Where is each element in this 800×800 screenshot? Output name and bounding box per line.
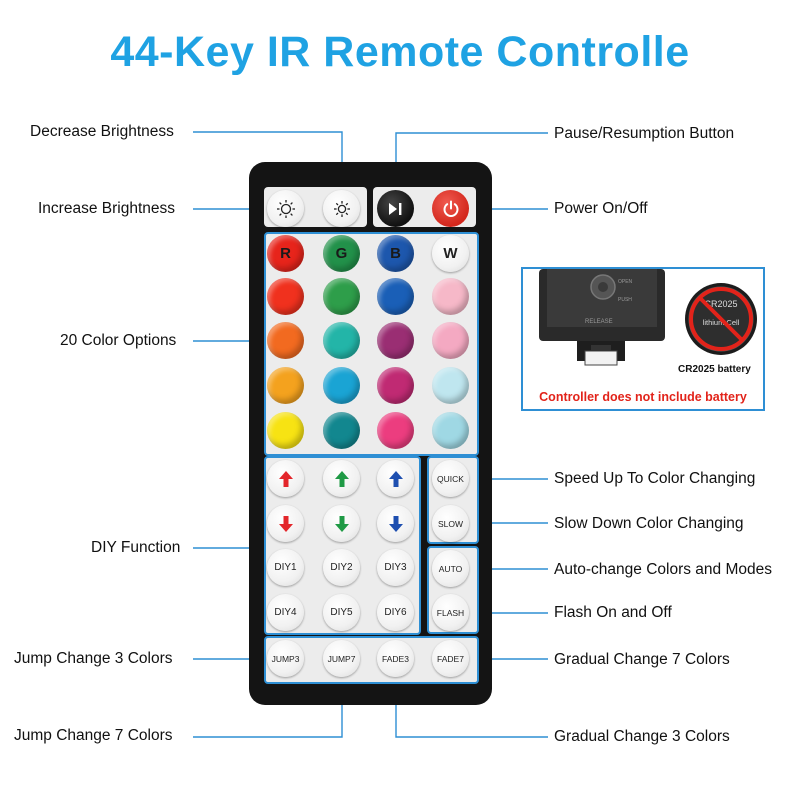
pause-resume-button[interactable]: [377, 190, 414, 227]
arrow-up-icon: [278, 470, 293, 487]
quick-button[interactable]: QUICK: [432, 460, 469, 497]
label-pause: Pause/Resumption Button: [554, 125, 735, 142]
key-label: DIY3: [384, 562, 407, 573]
arrow-up-icon: [334, 470, 349, 487]
key-label: FADE3: [382, 653, 409, 664]
label-increase-brightness: Increase Brightness: [38, 200, 175, 217]
color-key[interactable]: [267, 367, 304, 404]
arrow-down-icon: [334, 515, 349, 532]
jump7-button[interactable]: JUMP7: [323, 640, 360, 677]
decrease-red-button[interactable]: [267, 505, 304, 542]
label-decrease-brightness: Decrease Brightness: [30, 123, 174, 140]
label-color-options: 20 Color Options: [60, 332, 177, 349]
color-key[interactable]: [432, 322, 469, 359]
power-icon: [443, 200, 458, 217]
key-label: DIY5: [330, 607, 353, 618]
jump3-button[interactable]: JUMP3: [267, 640, 304, 677]
sun-bright-icon: [333, 200, 350, 217]
fade7-button[interactable]: FADE7: [432, 640, 469, 677]
color-key[interactable]: [377, 322, 414, 359]
color-key[interactable]: [323, 412, 360, 449]
label-slow-down: Slow Down Color Changing: [554, 515, 744, 532]
color-key[interactable]: [267, 278, 304, 315]
color-key[interactable]: [377, 367, 414, 404]
key-w[interactable]: W: [432, 235, 469, 272]
battery-info-box: OPEN PUSH RELEASE CR2025 lithium Cell CR…: [521, 267, 765, 411]
fade3-button[interactable]: FADE3: [377, 640, 414, 677]
coin-subtext: lithium Cell: [703, 318, 740, 327]
label-diy-function: DIY Function: [91, 539, 181, 556]
label-fade7: Gradual Change 7 Colors: [554, 651, 730, 668]
increase-red-button[interactable]: [267, 460, 304, 497]
battery-name: CR2025 battery: [678, 364, 751, 375]
key-r[interactable]: R: [267, 235, 304, 272]
color-key[interactable]: [432, 278, 469, 315]
device-text-push: PUSH: [618, 297, 632, 303]
label-jump3: Jump Change 3 Colors: [14, 650, 173, 667]
color-key[interactable]: [432, 412, 469, 449]
arrow-up-icon: [388, 470, 403, 487]
color-key[interactable]: [323, 278, 360, 315]
key-g[interactable]: G: [323, 235, 360, 272]
sun-dim-icon: [276, 199, 295, 218]
label-jump7: Jump Change 7 Colors: [14, 727, 173, 744]
label-speed-up: Speed Up To Color Changing: [554, 470, 756, 487]
key-label: JUMP7: [327, 653, 356, 664]
increase-green-button[interactable]: [323, 460, 360, 497]
diy-key-diy5[interactable]: DIY5: [323, 594, 360, 631]
flash-button[interactable]: FLASH: [432, 594, 469, 631]
coin-battery-image: CR2025 lithium Cell: [685, 283, 757, 355]
color-key[interactable]: [377, 412, 414, 449]
color-key[interactable]: [323, 367, 360, 404]
key-b[interactable]: B: [377, 235, 414, 272]
label-auto: Auto-change Colors and Modes: [554, 561, 772, 578]
color-key[interactable]: [377, 278, 414, 315]
auto-button[interactable]: AUTO: [432, 550, 469, 587]
color-key[interactable]: [323, 322, 360, 359]
label-power: Power On/Off: [554, 200, 648, 217]
color-key[interactable]: [267, 322, 304, 359]
increase-brightness-button[interactable]: [323, 190, 360, 227]
decrease-green-button[interactable]: [323, 505, 360, 542]
key-label: G: [335, 245, 348, 262]
key-label: SLOW: [437, 518, 464, 529]
diy-key-diy1[interactable]: DIY1: [267, 549, 304, 586]
arrow-down-icon: [278, 515, 293, 532]
diy-key-diy2[interactable]: DIY2: [323, 549, 360, 586]
diy-key-diy4[interactable]: DIY4: [267, 594, 304, 631]
key-label: W: [443, 245, 458, 262]
battery-warning: Controller does not include battery: [539, 390, 747, 404]
label-flash: Flash On and Off: [554, 604, 672, 621]
key-label: DIY4: [274, 607, 297, 618]
diy-key-diy6[interactable]: DIY6: [377, 594, 414, 631]
key-label: QUICK: [437, 473, 464, 484]
label-fade3: Gradual Change 3 Colors: [554, 728, 730, 745]
color-key[interactable]: [267, 412, 304, 449]
battery-compartment-image: OPEN PUSH RELEASE: [539, 269, 665, 366]
slow-button[interactable]: SLOW: [432, 505, 469, 542]
device-text-open: OPEN: [618, 279, 633, 285]
increase-blue-button[interactable]: [377, 460, 414, 497]
arrow-down-icon: [388, 515, 403, 532]
key-label: DIY1: [274, 562, 297, 573]
key-label: FLASH: [436, 607, 465, 618]
color-key[interactable]: [432, 367, 469, 404]
key-label: AUTO: [438, 563, 463, 574]
decrease-blue-button[interactable]: [377, 505, 414, 542]
power-button[interactable]: [432, 190, 469, 227]
key-label: R: [280, 245, 291, 262]
key-label: FADE7: [437, 653, 464, 664]
page-title: 44-Key IR Remote Controlle: [110, 28, 690, 76]
key-label: DIY2: [330, 562, 353, 573]
prohibit-icon: [689, 287, 753, 351]
diy-key-diy3[interactable]: DIY3: [377, 549, 414, 586]
play-pause-icon: [388, 202, 401, 215]
decrease-brightness-button[interactable]: [267, 190, 304, 227]
key-label: JUMP3: [271, 653, 300, 664]
key-label: B: [390, 245, 401, 262]
device-text-release: RELEASE: [585, 319, 613, 325]
coin-text: CR2025: [704, 299, 737, 309]
key-label: DIY6: [384, 607, 407, 618]
